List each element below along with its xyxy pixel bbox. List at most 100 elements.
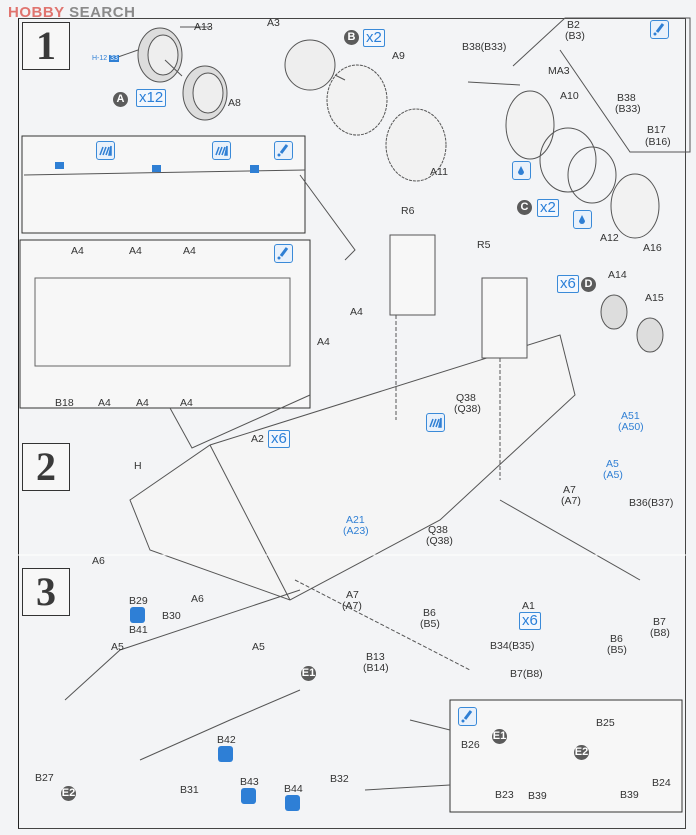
hobby-search-watermark: HOBBY SEARCH — [8, 4, 135, 21]
step-number-1: 1 — [22, 22, 70, 70]
label-a21: A21 — [346, 514, 365, 526]
quantity-x6-a2: x6 — [268, 430, 290, 448]
label-a5: A5 — [111, 641, 124, 653]
label-a4: A4 — [71, 245, 84, 257]
label-b42: B42 — [217, 734, 236, 746]
label-b41: B41 — [129, 624, 148, 636]
quantity-x2-idler: x2 — [537, 199, 559, 217]
sub-assembly-badge-e2: E2 — [61, 786, 76, 801]
watermark-hobby: HOBBY — [8, 4, 65, 21]
label-b23: B23 — [495, 789, 514, 801]
paint-marker — [55, 162, 64, 169]
label-b16: (B16) — [645, 136, 671, 148]
label-b33: (B33) — [615, 103, 641, 115]
label-b2: B2 — [567, 19, 580, 31]
page-frame — [18, 18, 686, 829]
paint-marker — [152, 165, 161, 172]
label-b31: B31 — [180, 784, 199, 796]
label-b8: (B8) — [650, 627, 670, 639]
label-b36-b37: B36(B37) — [629, 497, 674, 509]
cement-brush-icon — [274, 141, 293, 160]
label-a4: A4 — [136, 397, 149, 409]
label-a23: (A23) — [343, 525, 369, 537]
label-b43: B43 — [240, 776, 259, 788]
label-b17: B17 — [647, 124, 666, 136]
sprue-badge-b: B — [344, 30, 359, 45]
paint-stripes-icon — [96, 141, 115, 160]
label-r5: R5 — [477, 239, 491, 251]
label-b38: B38 — [617, 92, 636, 104]
paint-stripes-icon — [426, 413, 445, 432]
movable-part-icon — [130, 607, 145, 623]
label-a2: A2 — [251, 433, 264, 445]
cement-brush-icon — [650, 20, 669, 39]
label-b18: B18 — [55, 397, 74, 409]
step-number-3: 3 — [22, 568, 70, 616]
quantity-x6-a1: x6 — [519, 612, 541, 630]
label-ref-h12: H-12 33 — [92, 53, 119, 64]
label-b3: (B3) — [565, 30, 585, 42]
label-h: H — [134, 460, 142, 472]
label-a4: A4 — [183, 245, 196, 257]
label-a1: A1 — [522, 600, 535, 612]
detail-badge-e2: E2 — [574, 745, 589, 760]
label-a10: A10 — [560, 90, 579, 102]
step-number-2: 2 — [22, 443, 70, 491]
label-b7-b8: B7(B8) — [510, 668, 543, 680]
label-b29: B29 — [129, 595, 148, 607]
label-b30: B30 — [162, 610, 181, 622]
quantity-x6-rollers: x6 — [557, 275, 579, 293]
label-b13: B13 — [366, 651, 385, 663]
movable-part-icon — [218, 746, 233, 762]
label-a14: A14 — [608, 269, 627, 281]
label-b25: B25 — [596, 717, 615, 729]
label-a51: A51 — [621, 410, 640, 422]
label-b39: B39 — [528, 790, 547, 802]
label-b26: B26 — [461, 739, 480, 751]
road-wheel-a8 — [182, 65, 228, 121]
label-a7: A7 — [346, 589, 359, 601]
quantity-x2-sprocket: x2 — [363, 29, 385, 47]
label-b6: B6 — [610, 633, 623, 645]
label-b24: B24 — [652, 777, 671, 789]
sub-assembly-badge-e1: E1 — [301, 666, 316, 681]
label-b6: B6 — [423, 607, 436, 619]
paint-stripes-icon — [212, 141, 231, 160]
label-a4: A4 — [350, 306, 363, 318]
cement-brush-icon — [458, 707, 477, 726]
ref-number: 33 — [109, 55, 119, 62]
road-wheel-a13 — [137, 27, 183, 83]
label-a11: A11 — [430, 166, 448, 178]
label-b5: (B5) — [607, 644, 627, 656]
watermark-search: SEARCH — [64, 4, 136, 21]
label-q38: Q38 — [428, 524, 448, 536]
label-b5: (B5) — [420, 618, 440, 630]
label-b14: (B14) — [363, 662, 389, 674]
label-a5: A5 — [606, 458, 619, 470]
label-a4: A4 — [98, 397, 111, 409]
label-a13: A13 — [194, 21, 213, 33]
label-a4: A4 — [180, 397, 193, 409]
label-a7-alt: (A7) — [561, 495, 581, 507]
label-a8: A8 — [228, 97, 241, 109]
label-b44: B44 — [284, 783, 303, 795]
label-q38-alt: (Q38) — [454, 403, 481, 415]
label-b39: B39 — [620, 789, 639, 801]
label-r6: R6 — [401, 205, 415, 217]
paint-drop-icon — [512, 161, 531, 180]
detail-badge-e1: E1 — [492, 729, 507, 744]
sprue-badge-d: D — [581, 277, 596, 292]
label-a6: A6 — [92, 555, 105, 567]
label-q38: Q38 — [456, 392, 476, 404]
label-a4: A4 — [129, 245, 142, 257]
label-a7: A7 — [563, 484, 576, 496]
label-b27: B27 — [35, 772, 54, 784]
label-ma3: MA3 — [548, 65, 570, 77]
quantity-x12: x12 — [136, 89, 167, 107]
cement-brush-icon — [274, 244, 293, 263]
label-q38-alt: (Q38) — [426, 535, 453, 547]
label-a3: A3 — [267, 17, 280, 29]
label-b32: B32 — [330, 773, 349, 785]
